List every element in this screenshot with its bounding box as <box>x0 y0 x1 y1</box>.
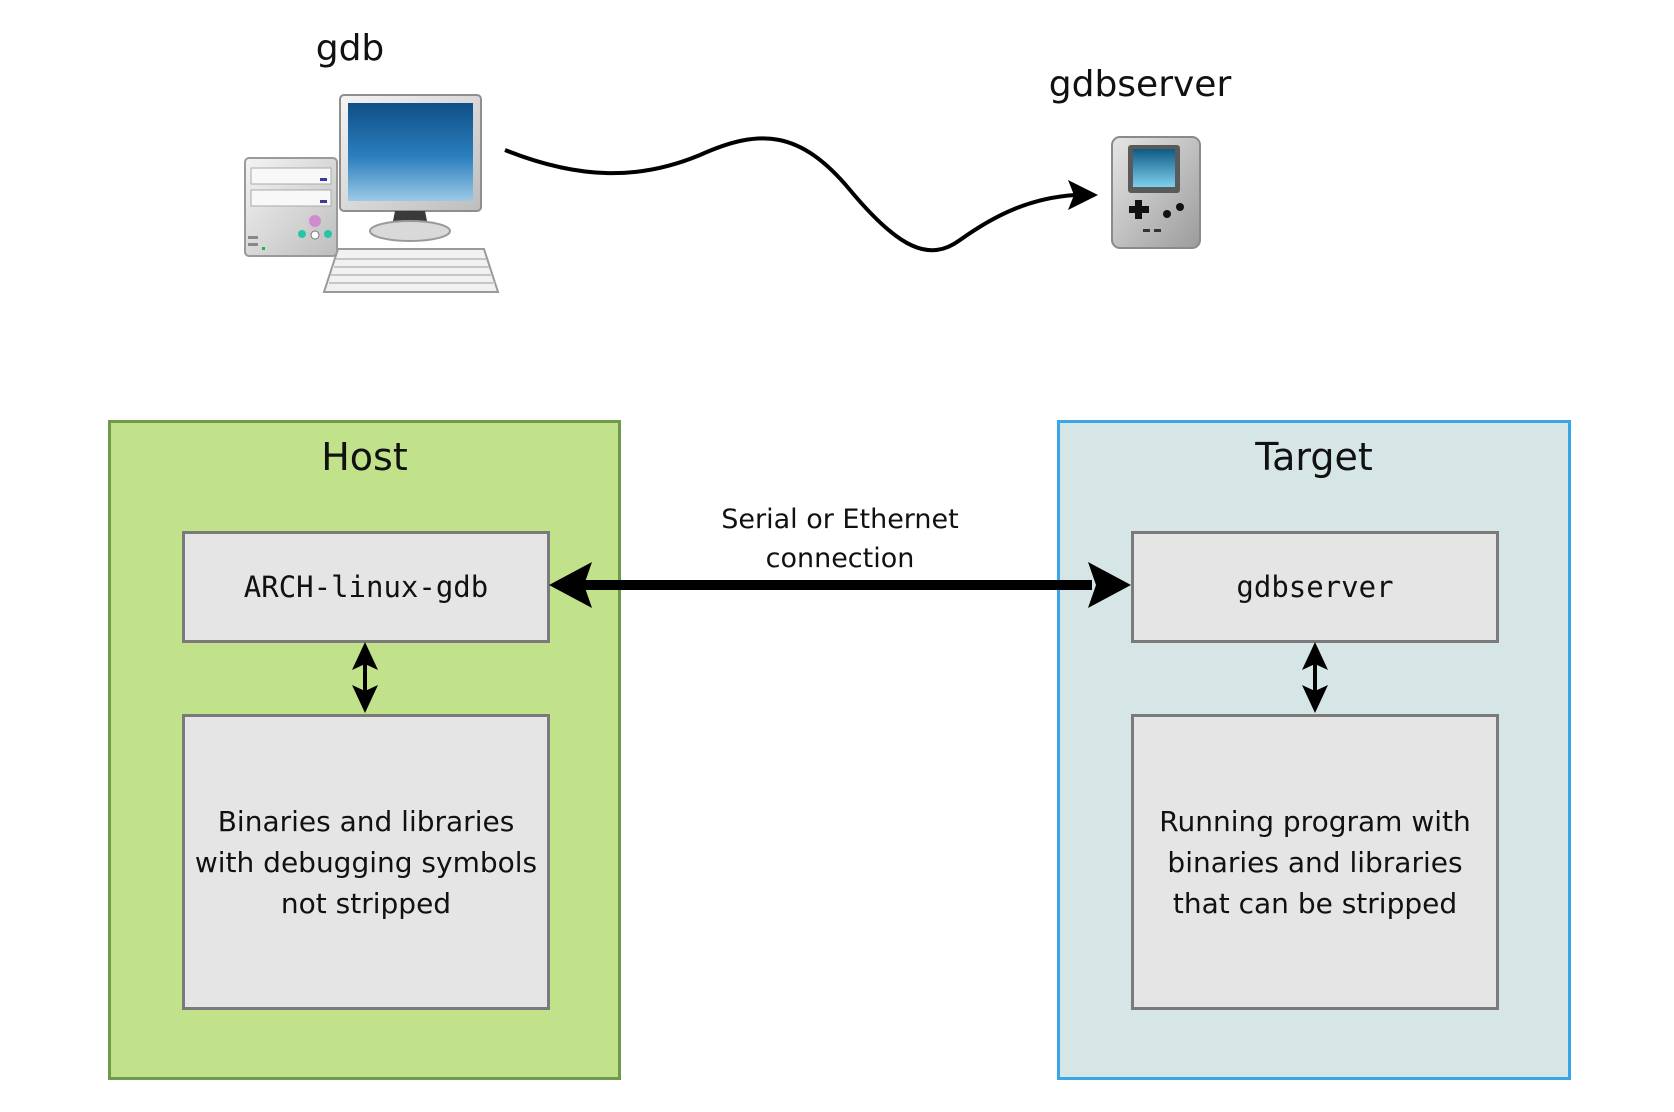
target-tool-label: gdbserver <box>1236 570 1394 604</box>
host-description: Binaries and libraries with debugging sy… <box>194 804 538 920</box>
host-panel: Host ARCH-linux-gdb Binaries and librari… <box>108 420 621 1080</box>
gdbserver-caption: gdbserver <box>1048 64 1232 105</box>
target-description-box: Running program with binaries and librar… <box>1131 714 1499 1010</box>
target-description: Running program with binaries and librar… <box>1159 804 1471 920</box>
host-description-box: Binaries and libraries with debugging sy… <box>182 714 550 1010</box>
host-title: Host <box>321 435 408 479</box>
target-title: Target <box>1255 435 1373 479</box>
connection-label: Serial or Ethernet connection <box>721 504 959 574</box>
target-tool-box: gdbserver <box>1131 531 1499 643</box>
host-tool-label: ARCH-linux-gdb <box>243 570 489 604</box>
host-tool-box: ARCH-linux-gdb <box>182 531 550 643</box>
gdb-caption: gdb <box>315 28 385 69</box>
target-panel: Target gdbserver Running program with bi… <box>1057 420 1571 1080</box>
